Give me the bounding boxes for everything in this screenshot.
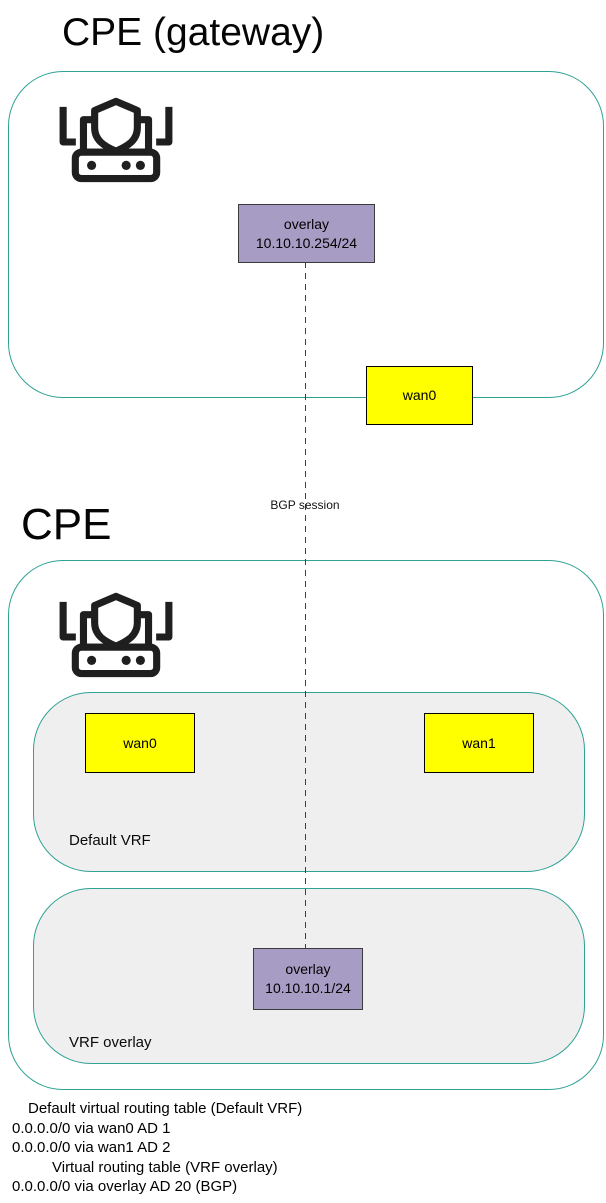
cpe-overlay-interface: overlay 10.10.10.1/24 [253,948,363,1010]
route-entry: 0.0.0.0/0 via wan0 AD 1 [12,1120,171,1137]
default-routing-table-title: Default virtual routing table (Default V… [28,1100,303,1117]
cpe-wan0-interface: wan0 [85,713,195,773]
interface-name: overlay [283,215,330,232]
interface-address: 10.10.10.254/24 [255,234,358,251]
bgp-session-label: BGP session [270,498,340,512]
interface-name: wan1 [462,734,496,751]
interface-name: overlay [285,961,331,977]
route-entry: 0.0.0.0/0 via wan1 AD 2 [12,1139,171,1156]
gateway-overlay-interface: overlay 10.10.10.254/24 [238,204,375,263]
overlay-routing-table-title: Virtual routing table (VRF overlay) [52,1159,278,1176]
firewall-router-icon [59,97,173,183]
bgp-session-link [305,262,306,948]
interface-address: 10.10.10.1/24 [265,980,351,996]
default-vrf-label: Default VRF [69,832,151,849]
gateway-title: CPE (gateway) [62,11,325,54]
route-entry: 0.0.0.0/0 via overlay AD 20 (BGP) [12,1178,238,1195]
cpe-title: CPE [21,500,112,549]
firewall-router-icon [59,592,173,678]
gateway-wan0-interface: wan0 [366,366,473,425]
vrf-overlay-label: VRF overlay [69,1034,152,1051]
cpe-wan1-interface: wan1 [424,713,534,773]
interface-name: wan0 [402,387,437,403]
interface-name: wan0 [123,734,157,751]
